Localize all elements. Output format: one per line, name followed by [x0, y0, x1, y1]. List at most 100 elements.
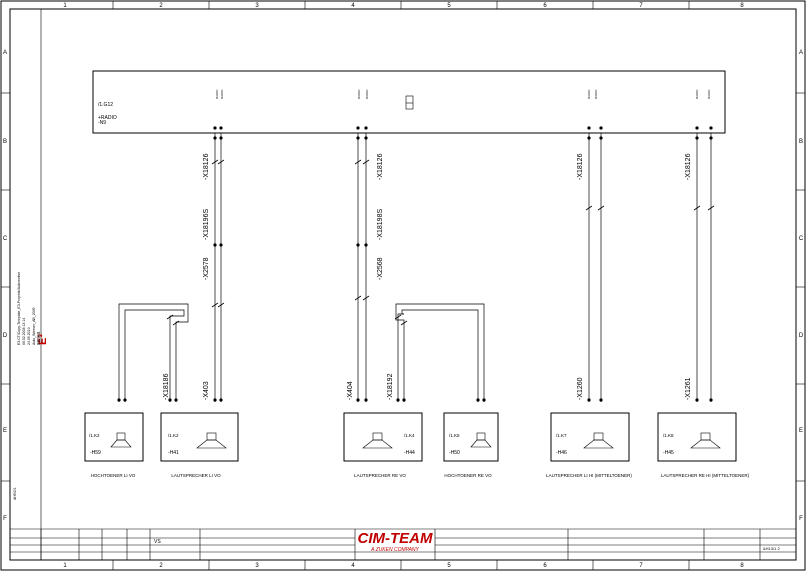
label-x18126-b: -X18126	[377, 153, 384, 180]
svg-text:RADIO: RADIO	[707, 89, 711, 99]
row-label-c-right: C	[799, 236, 804, 242]
speaker-h44-caption: LAUTSPRECHER RE VO	[354, 473, 406, 478]
col-label-5: 5	[447, 3, 451, 9]
inner-frame	[9, 8, 797, 561]
col-label-4-bottom: 4	[351, 563, 355, 569]
speaker-h44: /1.K4 -H44 LAUTSPRECHER RE VO	[343, 412, 423, 478]
row-label-a-right: A	[799, 50, 803, 56]
row-label-d-right: D	[799, 333, 804, 339]
svg-text:RADIO: RADIO	[357, 89, 361, 99]
label-x1261: -X1261	[685, 377, 692, 400]
label-x18196s: -X18196S	[203, 209, 210, 240]
svg-text:RADIO: RADIO	[594, 89, 598, 99]
speaker-h45: /1.K8 -H45 LAUTSPRECHER RE HI (MITTELTOE…	[657, 412, 750, 478]
radio-tag: -N9	[98, 120, 106, 126]
radio-connector-symbol	[405, 95, 414, 110]
pin-markers	[117, 126, 713, 402]
label-x2568: -X2568	[377, 257, 384, 280]
label-x2578: -X2578	[203, 257, 210, 280]
speaker-h50: /1.K5 -H50 HOCHTOENER RE VO	[443, 412, 499, 478]
row-label-b-right: B	[799, 139, 803, 145]
svg-text:RADIO: RADIO	[365, 89, 369, 99]
speaker-h41-tag: -H41	[168, 450, 179, 456]
row-label-e: E	[3, 428, 7, 434]
title-page-index: &H13/1 2	[763, 546, 780, 551]
speaker-h50-tag: -H50	[449, 450, 460, 456]
series-label: series	[36, 331, 42, 345]
speaker-h50-caption: HOCHTOENER RE VO	[444, 473, 492, 478]
svg-text:RADIO: RADIO	[695, 89, 699, 99]
sidebar-line-4: Auto_Weeser_AB_2009	[32, 307, 36, 345]
e3-logo: E³	[37, 334, 49, 345]
speaker-h41-ref: /1.K2	[168, 433, 179, 438]
label-x1260: -X1260	[577, 377, 584, 400]
speaker-h59: /1.K2 -H59 HOCHTOENER LI VO	[84, 412, 144, 478]
title-vs: VS	[154, 539, 161, 545]
svg-text:RADIO: RADIO	[220, 89, 224, 99]
wires-rear-right	[696, 133, 712, 402]
row-label-a: A	[3, 50, 7, 56]
row-label-b: B	[3, 139, 7, 145]
speaker-h46-caption: LAUTSPRECHER LI HI (MITTELTOENER)	[546, 473, 632, 478]
speaker-h46: /1.K7 -H46 LAUTSPRECHER LI HI (MITTELTOE…	[546, 412, 632, 478]
speaker-h45-ref: /1.K8	[663, 433, 674, 438]
row-label-d: D	[3, 333, 8, 339]
sidebar-line-1: E3.CT/Copy-Template_E3-Projekte/Automoti…	[17, 272, 21, 345]
speaker-h59-caption: HOCHTOENER LI VO	[91, 473, 136, 478]
speaker-h45-caption: LAUTSPRECHER RE HI (MITTELTOENER)	[661, 473, 750, 478]
label-x404: -X404	[347, 381, 354, 400]
sidebar-line-2: 06.02.2008 13:14	[22, 318, 26, 345]
speaker-h41: /1.K2 -H41 LAUTSPRECHER LI VO	[160, 412, 239, 478]
sidebar-page-ref: &H9/2/1	[13, 487, 17, 500]
wires-rear-left	[588, 133, 602, 402]
col-label-8: 8	[740, 3, 744, 9]
col-label-6-bottom: 6	[543, 563, 547, 569]
col-label-4: 4	[351, 3, 355, 9]
col-label-2: 2	[159, 3, 163, 9]
harness-labels: -X18126 -X18126 -X18126 -X18126 -X18196S…	[163, 153, 692, 400]
radio-pin-labels: RADIO RADIO RADIO RADIO RADIO RADIO RADI…	[215, 89, 711, 99]
row-label-f-right: F	[799, 516, 803, 522]
col-label-1-bottom: 1	[63, 563, 67, 569]
speaker-h59-ref: /1.K2	[89, 433, 100, 438]
col-label-5-bottom: 5	[447, 563, 451, 569]
radio-ref: /1.G12	[98, 102, 113, 108]
row-label-e-right: E	[799, 428, 803, 434]
col-label-8-bottom: 8	[740, 563, 744, 569]
label-x18126-a: -X18126	[203, 153, 210, 180]
label-x18126-c: -X18126	[577, 153, 584, 180]
speaker-h46-ref: /1.K7	[556, 433, 567, 438]
wires-right-front	[357, 133, 485, 402]
col-label-3-bottom: 3	[255, 563, 259, 569]
logo-subtext: A ZUKEN COMPANY	[370, 547, 419, 553]
svg-text:RADIO: RADIO	[215, 89, 219, 99]
row-ticks	[1, 92, 805, 482]
col-label-7-bottom: 7	[639, 563, 643, 569]
column-ticks	[112, 1, 690, 570]
logo-text: CIM-TEAM	[358, 530, 433, 547]
col-label-2-bottom: 2	[159, 563, 163, 569]
wires-left-front	[118, 133, 222, 402]
title-block	[10, 528, 796, 560]
label-x403: -X403	[203, 381, 210, 400]
label-x18198s: -X18198S	[377, 209, 384, 240]
sidebar-info: E³ series E3.CT/Copy-Template_E3-Projekt…	[13, 272, 49, 500]
speaker-h41-caption: LAUTSPRECHER LI VO	[171, 473, 221, 478]
row-label-c: C	[3, 236, 8, 242]
speaker-h59-tag: -H59	[90, 450, 101, 456]
col-label-3: 3	[255, 3, 259, 9]
radio-module	[92, 70, 726, 134]
speaker-h45-tag: -H45	[663, 450, 674, 456]
label-x18192: -X18192	[387, 373, 394, 400]
splice-marks	[166, 159, 715, 326]
speaker-h50-ref: /1.K5	[449, 433, 460, 438]
row-label-f: F	[3, 516, 7, 522]
svg-text:RADIO: RADIO	[587, 89, 591, 99]
cim-team-logo: CIM-TEAM A ZUKEN COMPANY	[358, 530, 433, 553]
col-label-7: 7	[639, 3, 643, 9]
speaker-h44-ref: /1.K4	[404, 433, 415, 438]
speaker-h46-tag: -H46	[556, 450, 567, 456]
speaker-h44-tag: -H44	[404, 450, 415, 456]
